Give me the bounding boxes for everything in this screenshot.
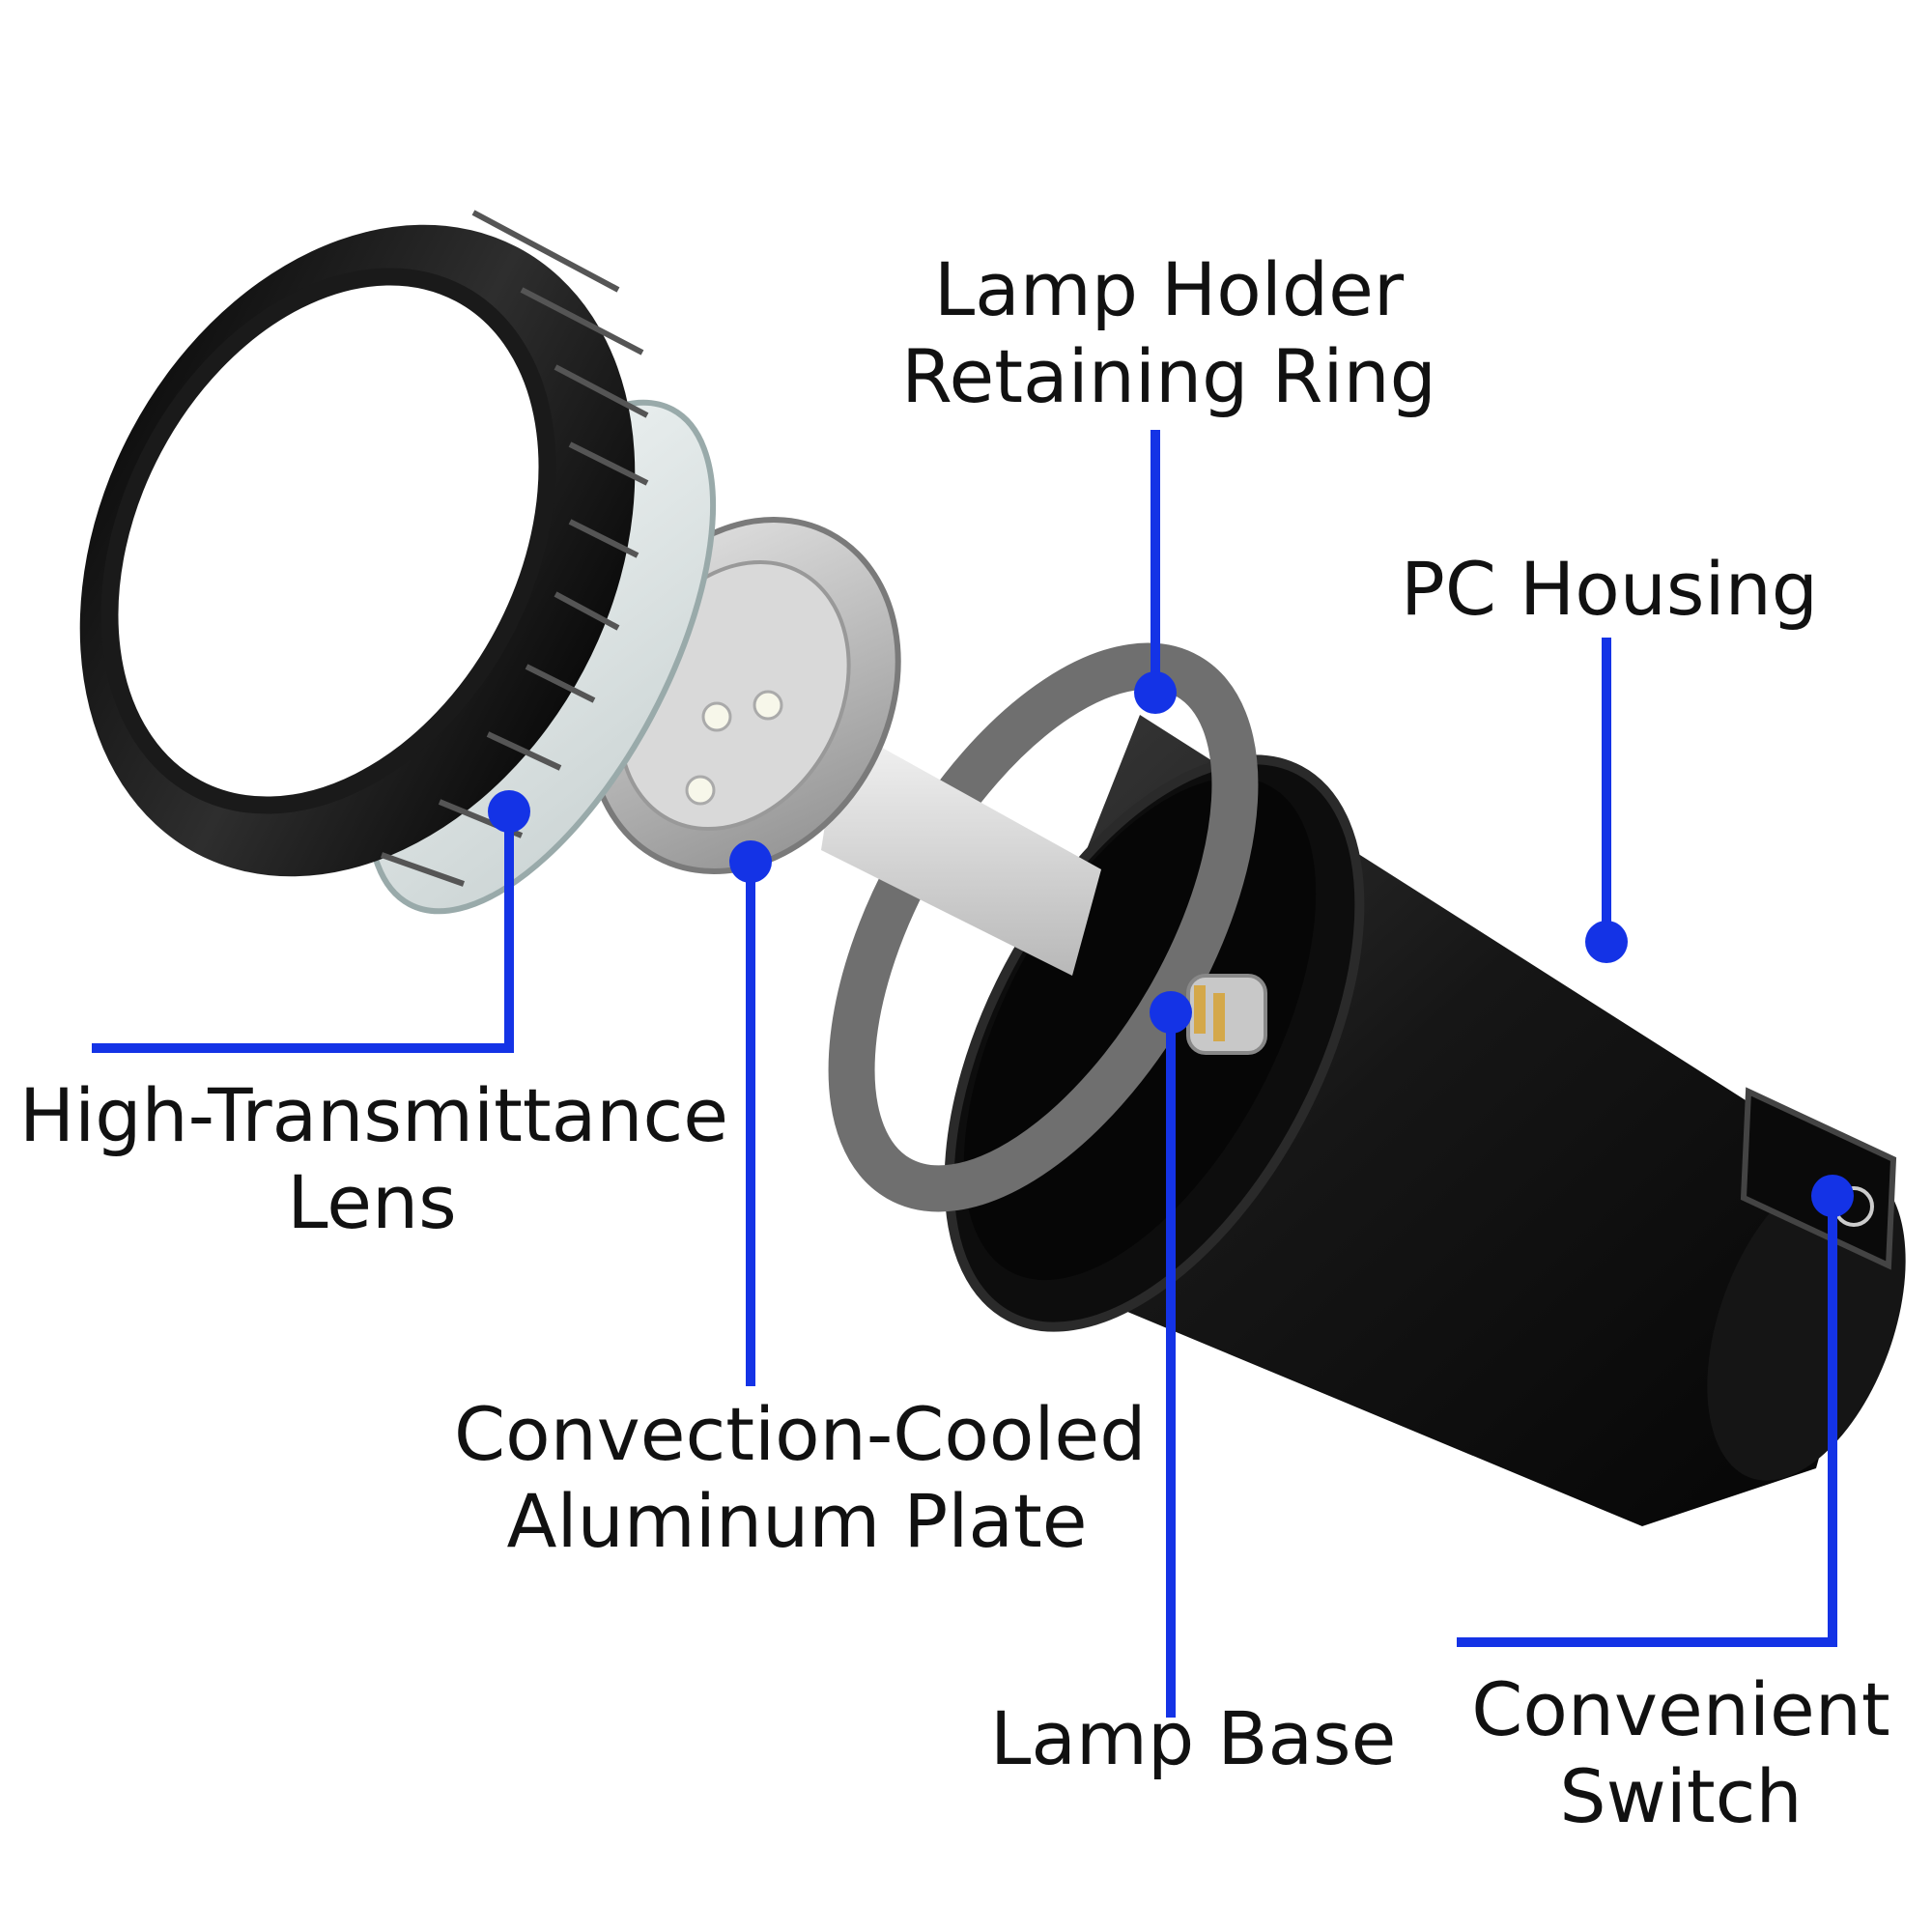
callout-dot-base [1150, 991, 1192, 1034]
label-housing: PC Housing [1401, 546, 1818, 632]
label-switch: Convenient Switch [1471, 1666, 1890, 1839]
label-lens: High-Transmittance Lens [19, 1072, 728, 1245]
callout-dot-lens [488, 790, 530, 833]
lamp-base-contact [1186, 974, 1267, 1055]
callout-dot-housing [1585, 921, 1628, 963]
label-plate: Convection-Cooled Aluminum Plate [454, 1391, 1147, 1564]
callout-dot-retaining-ring [1134, 671, 1177, 714]
callout-dot-plate [729, 840, 772, 883]
label-retaining-ring: Lamp Holder Retaining Ring [901, 246, 1436, 419]
label-base: Lamp Base [990, 1695, 1397, 1781]
ribbed-ring-icon [79, 210, 649, 887]
callout-lines [92, 430, 1854, 1718]
callout-dot-switch [1811, 1175, 1854, 1217]
callout-line-switch [1457, 1196, 1837, 1647]
callout-line-lens [92, 811, 514, 1053]
